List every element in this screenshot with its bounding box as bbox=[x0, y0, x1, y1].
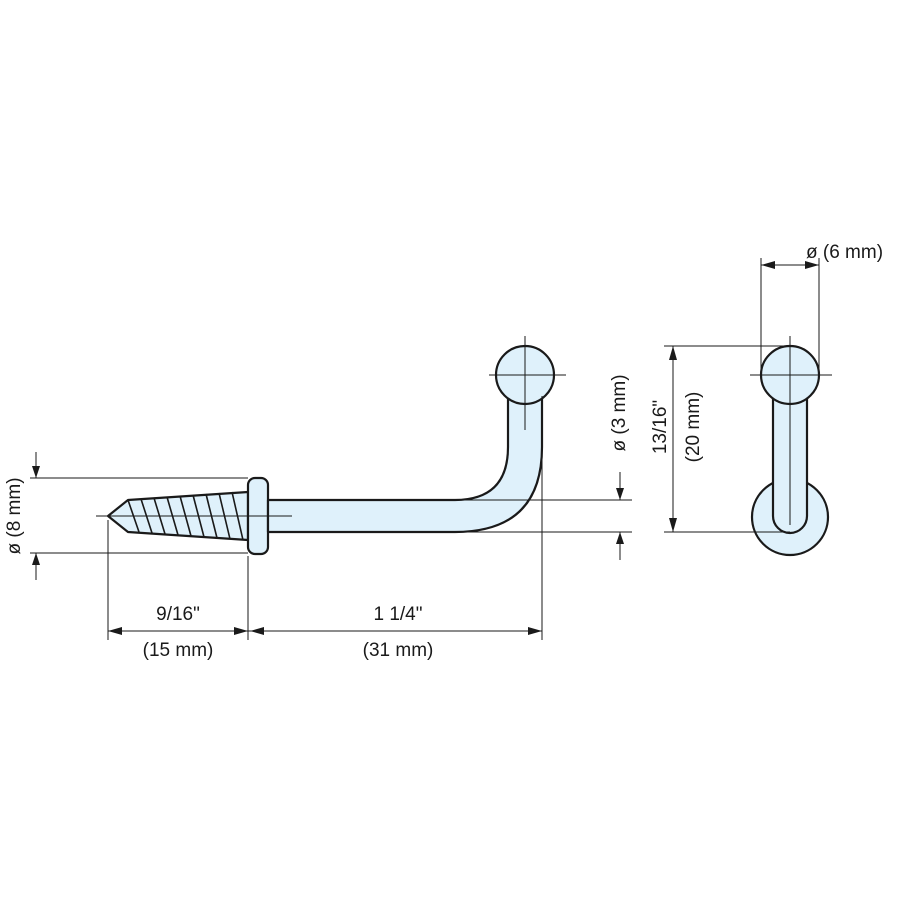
front-view: ø (6 mm) 13/16" (20 mm) bbox=[650, 242, 883, 557]
hook-height-dimension: 13/16" (20 mm) bbox=[650, 345, 790, 533]
hook-length-mm-label: (31 mm) bbox=[363, 640, 434, 661]
wire-diameter-dimension: ø (3 mm) bbox=[455, 374, 632, 560]
hook-length-dimension: 1 1/4" (31 mm) bbox=[248, 396, 543, 661]
hook-height-inch-label: 13/16" bbox=[650, 400, 671, 454]
hook-height-mm-label: (20 mm) bbox=[683, 392, 704, 463]
screw-diameter-label: ø (8 mm) bbox=[4, 477, 25, 554]
hook-shank bbox=[266, 394, 544, 534]
side-view: ø (8 mm) 9/16" (15 mm) 1 1/4" (31 mm) bbox=[4, 336, 632, 661]
ball-diameter-dimension: ø (6 mm) bbox=[760, 242, 883, 375]
screw-diameter-dimension: ø (8 mm) bbox=[4, 452, 248, 580]
wire-diameter-label: ø (3 mm) bbox=[609, 374, 630, 451]
hook-length-inch-label: 1 1/4" bbox=[373, 604, 422, 625]
screw-length-mm-label: (15 mm) bbox=[143, 640, 214, 661]
ball-diameter-label: ø (6 mm) bbox=[806, 242, 883, 263]
screw-length-inch-label: 9/16" bbox=[156, 604, 200, 625]
screw-length-dimension: 9/16" (15 mm) bbox=[107, 520, 249, 661]
